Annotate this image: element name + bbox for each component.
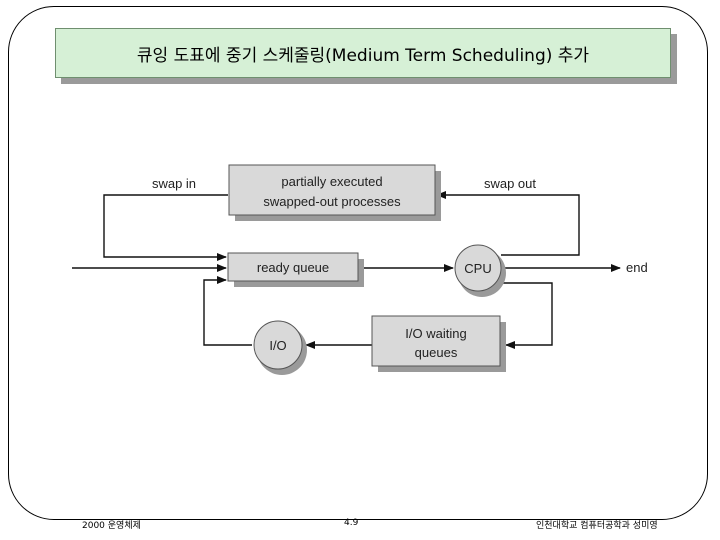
io-waiting-queues-box: I/O waiting queues <box>371 315 506 372</box>
footer-course: 2000 운영체제 <box>82 521 141 531</box>
slide-title-text: 큐잉 도표에 중기 스케줄링(Medium Term Scheduling) 추… <box>136 45 590 66</box>
end-label: end <box>626 260 648 275</box>
cpu-circle: CPU <box>454 244 506 297</box>
swap-box-line2: swapped-out processes <box>263 194 401 209</box>
io-circle: I/O <box>253 320 307 375</box>
slide-title: 큐잉 도표에 중기 스케줄링(Medium Term Scheduling) 추… <box>55 28 671 78</box>
footer-author: 인천대학교 컴퓨터공학과 성미영 <box>536 521 658 531</box>
io-to-ready-arrow <box>203 276 252 346</box>
swap-in-arrow <box>103 194 228 261</box>
io-waiting-line2: queues <box>415 345 458 360</box>
swap-in-label: swap in <box>152 176 196 191</box>
ready-queue-box: ready queue <box>227 252 364 287</box>
io-label: I/O <box>269 338 286 353</box>
swap-out-arrow <box>436 191 580 256</box>
io-waiting-line1: I/O waiting <box>405 326 466 341</box>
footer-page-number: 4.9 <box>344 518 359 528</box>
swapped-out-processes-box: partially executed swapped-out processes <box>228 164 441 221</box>
flow-lines <box>72 191 621 349</box>
swap-box-line1: partially executed <box>281 174 382 189</box>
swap-out-label: swap out <box>484 176 536 191</box>
cpu-label: CPU <box>464 261 491 276</box>
ready-queue-label: ready queue <box>257 260 329 275</box>
cpu-to-io-wait-arrow <box>495 282 553 349</box>
